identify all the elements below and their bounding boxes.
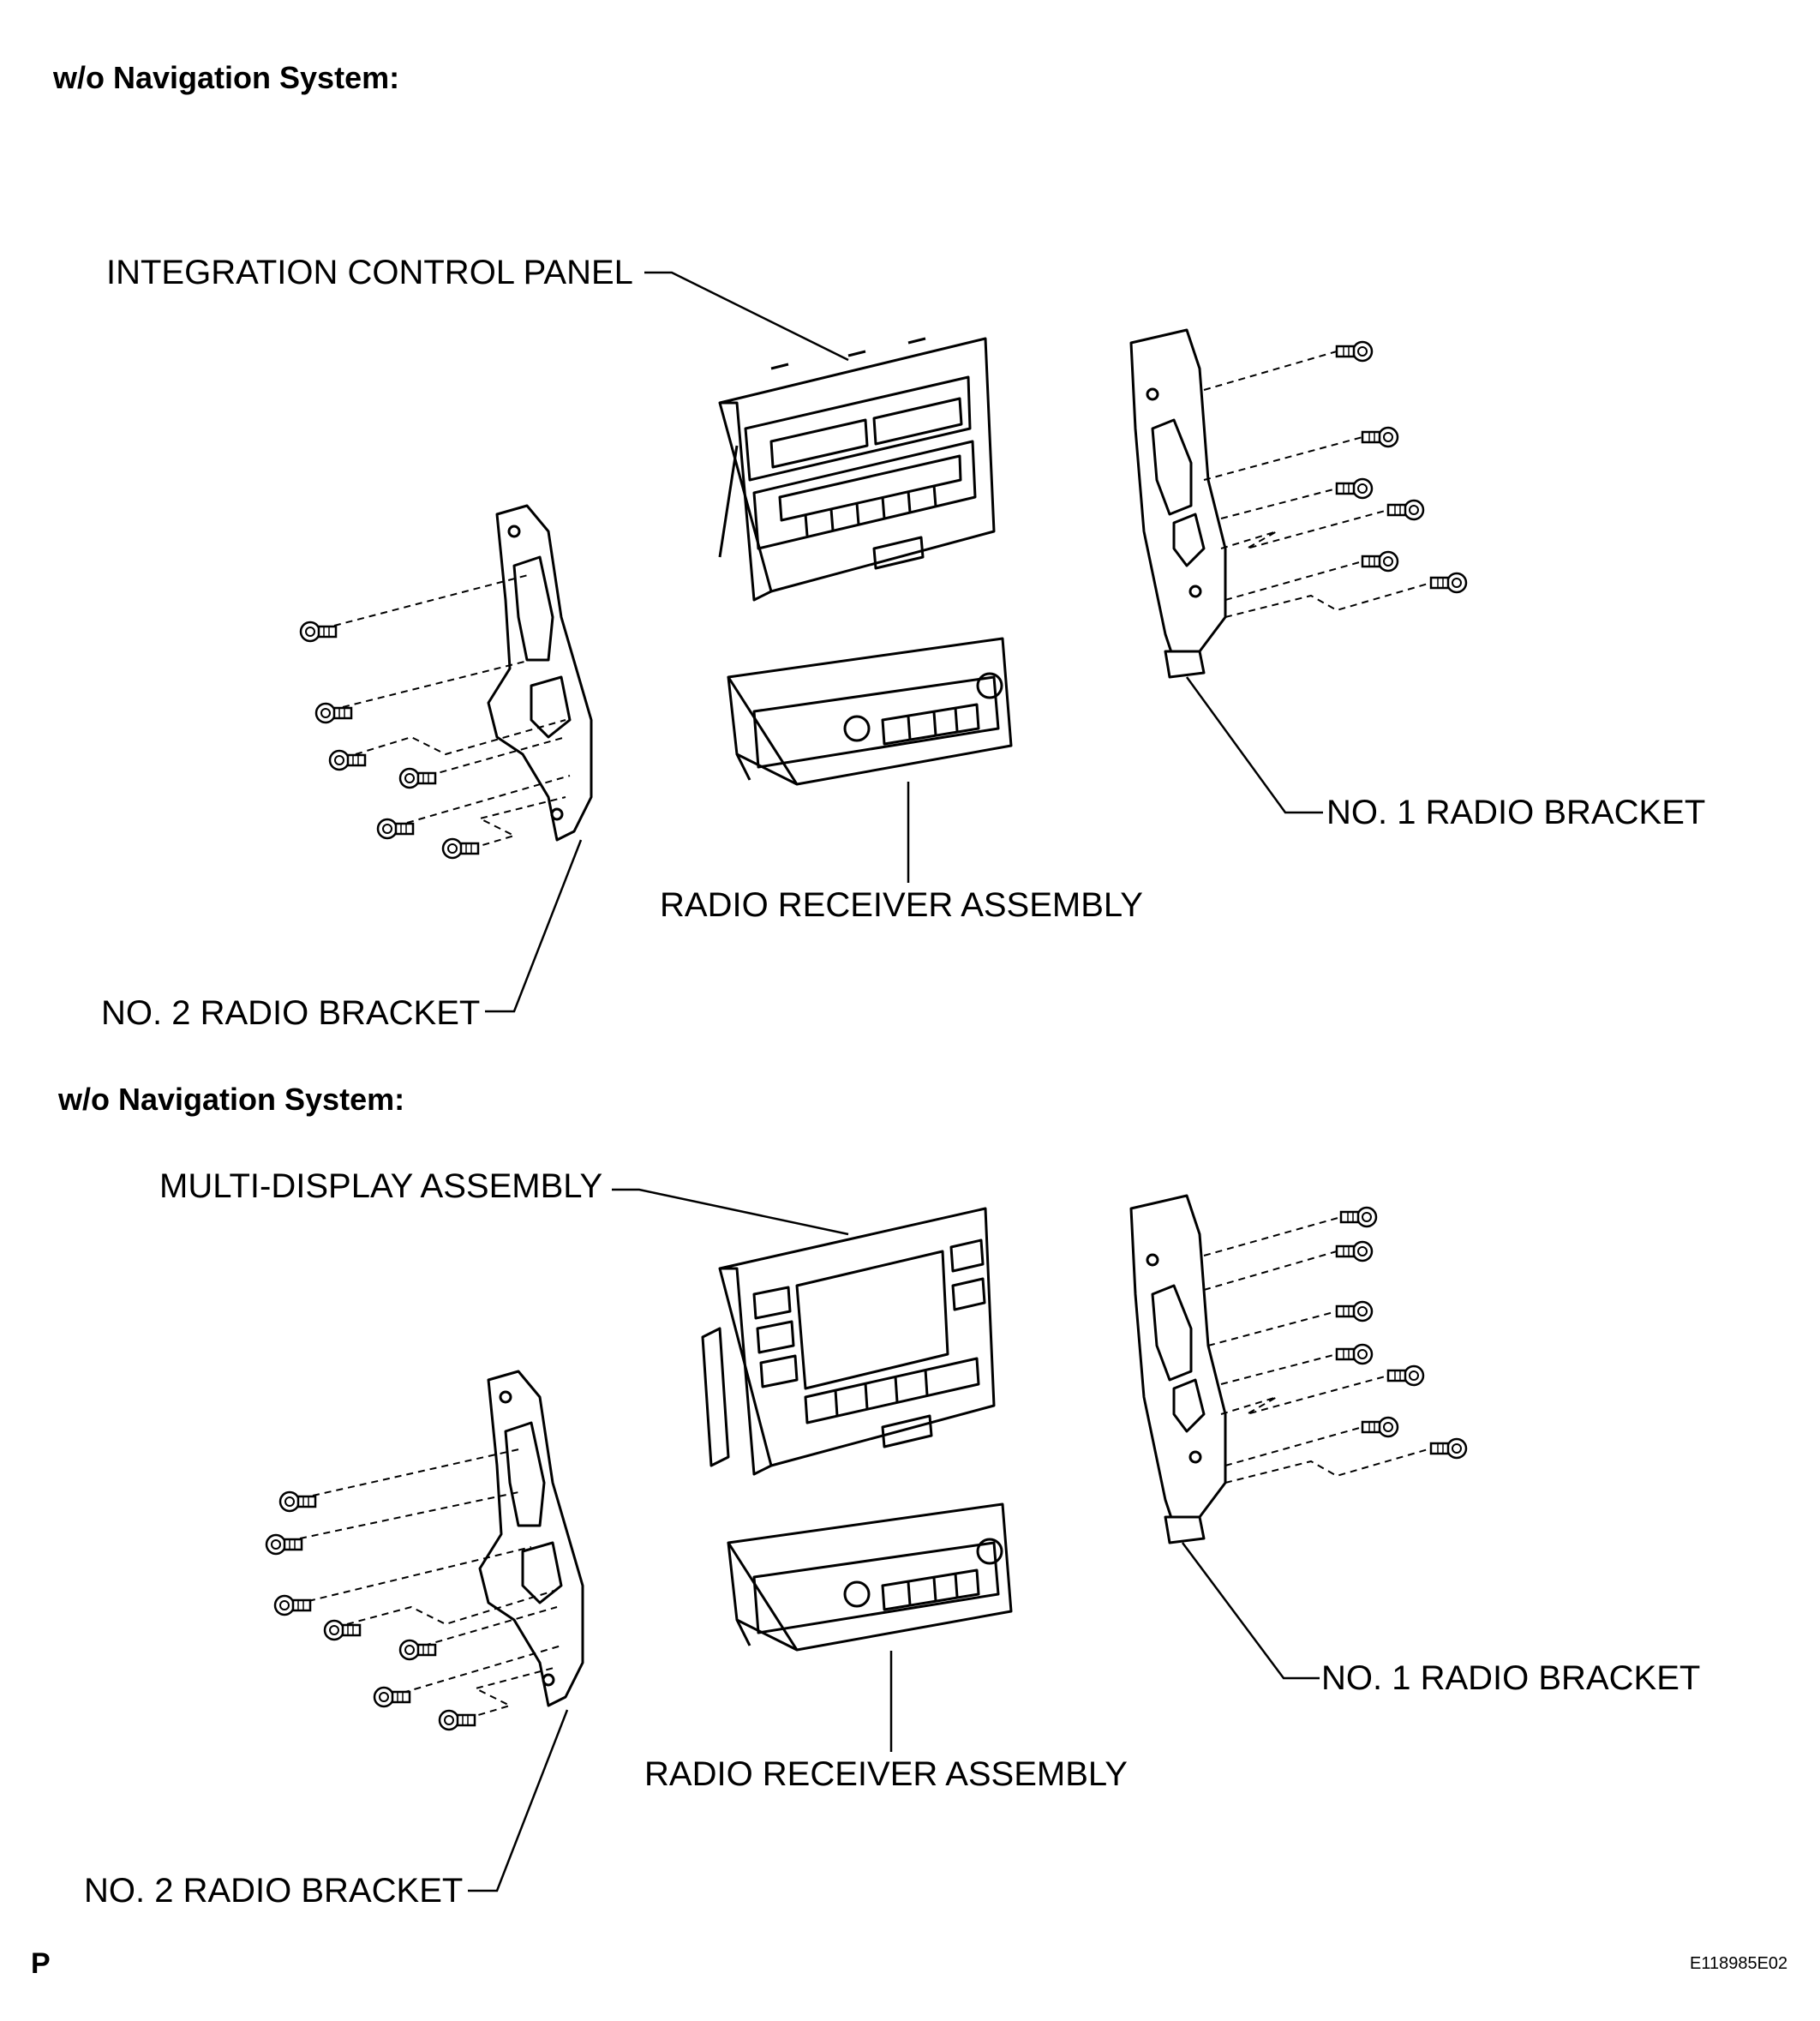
page-mark: P bbox=[31, 1947, 51, 1980]
figure-code: E118985E02 bbox=[1690, 1954, 1788, 1973]
top-no2-radio-bracket-label: NO. 2 RADIO BRACKET bbox=[101, 994, 481, 1032]
bottom-no2-radio-bracket-label: NO. 2 RADIO BRACKET bbox=[84, 1872, 464, 1910]
bottom-multi-display-assembly-label: MULTI-DISPLAY ASSEMBLY bbox=[159, 1167, 603, 1205]
top-section-heading: w/o Navigation System: bbox=[53, 60, 400, 95]
bottom-radio-receiver-assembly-label: RADIO RECEIVER ASSEMBLY bbox=[644, 1755, 1128, 1793]
bottom-no1-radio-bracket-label: NO. 1 RADIO BRACKET bbox=[1321, 1659, 1701, 1697]
bottom-section-heading: w/o Navigation System: bbox=[58, 1082, 405, 1117]
top-no1-radio-bracket-label: NO. 1 RADIO BRACKET bbox=[1326, 794, 1706, 831]
top-integration-control-panel-label: INTEGRATION CONTROL PANEL bbox=[106, 254, 633, 291]
top-radio-receiver-assembly-label: RADIO RECEIVER ASSEMBLY bbox=[660, 886, 1143, 924]
